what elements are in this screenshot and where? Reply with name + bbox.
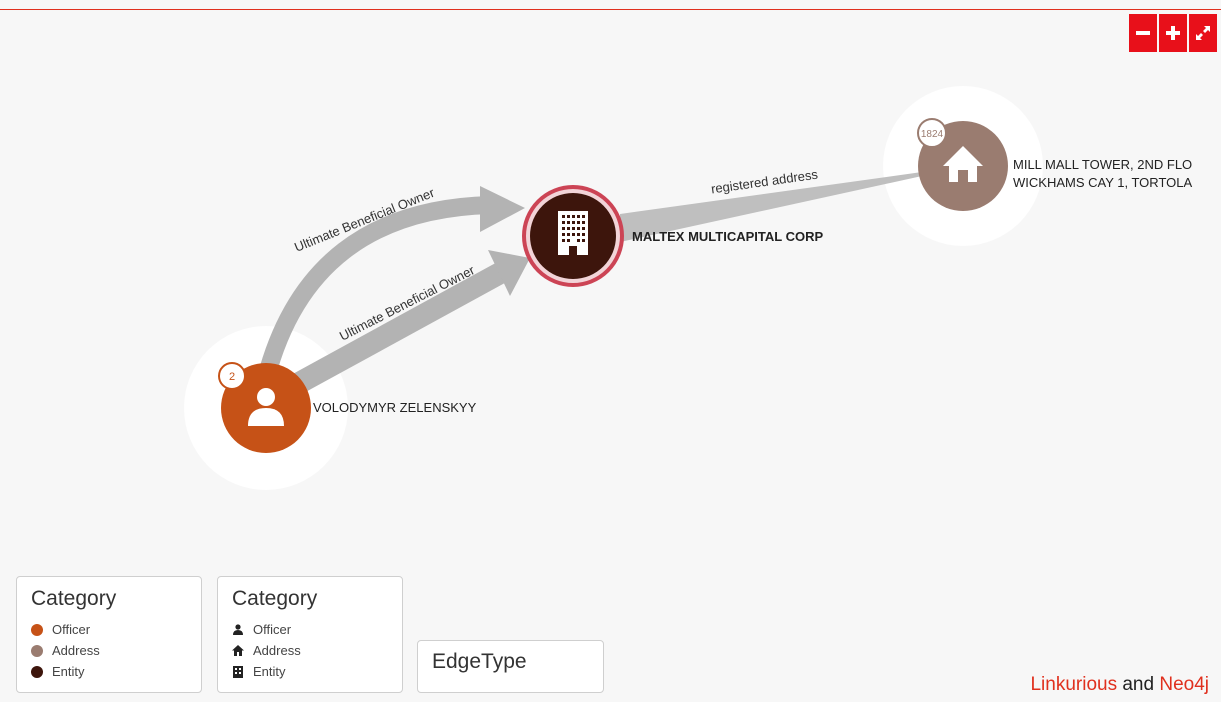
entity-node[interactable] xyxy=(522,185,624,287)
credit-brand-neo4j: Neo4j xyxy=(1159,674,1209,695)
legend-color-item-address: Address xyxy=(31,640,201,661)
house-icon xyxy=(943,146,983,182)
legend-color-label: Entity xyxy=(52,664,85,679)
address-label-line1: MILL MALL TOWER, 2ND FLO xyxy=(1013,157,1192,172)
officer-badge xyxy=(218,362,246,390)
person-icon xyxy=(232,624,244,635)
legend-color-label: Address xyxy=(52,643,100,658)
officer-swatch xyxy=(31,623,43,636)
legend-edge-title: EdgeType xyxy=(432,650,527,673)
legend-icon-item-entity: Entity xyxy=(232,661,402,682)
edge-ubo-upper[interactable] xyxy=(257,196,491,381)
entity-label: MALTEX MULTICAPITAL CORP xyxy=(632,229,823,244)
person-icon xyxy=(248,388,284,426)
entity-swatch xyxy=(31,665,43,678)
legend-icon-label: Officer xyxy=(253,622,292,637)
legend-icon-item-address: Address xyxy=(232,640,402,661)
legend-icon-label: Entity xyxy=(253,664,286,679)
legend-icon-category: Category Officer Address Entity xyxy=(217,576,403,693)
credit-brand-linkurious: Linkurious xyxy=(1030,674,1118,695)
edge-ubo-lower[interactable] xyxy=(284,262,508,398)
edge-ubo-lower-arrow xyxy=(488,250,530,296)
zoom-in-button[interactable] xyxy=(1159,14,1187,52)
credit-conjunction: and xyxy=(1117,674,1160,695)
legend-icon-label: Address xyxy=(253,643,301,658)
fullscreen-button[interactable] xyxy=(1189,14,1217,52)
zoom-out-button[interactable] xyxy=(1129,14,1157,52)
building-icon xyxy=(558,211,588,255)
officer-label: VOLODYMYR ZELENSKYY xyxy=(313,400,477,415)
legend-icon-title: Category xyxy=(232,587,318,610)
credit: Linkurious and Neo4j xyxy=(1030,674,1209,696)
officer-node[interactable]: 2 xyxy=(218,362,311,453)
legend-color-title: Category xyxy=(31,587,117,610)
edge-registered-address[interactable] xyxy=(620,172,922,242)
plus-icon xyxy=(1166,26,1180,40)
address-swatch xyxy=(31,644,43,657)
legend-color-label: Officer xyxy=(52,622,91,637)
address-label-line2: WICKHAMS CAY 1, TORTOLA xyxy=(1013,175,1192,190)
zoom-controls xyxy=(1129,14,1217,52)
legend-color-item-officer: Officer xyxy=(31,619,201,640)
minus-icon xyxy=(1136,31,1150,35)
address-node[interactable]: 1824 xyxy=(917,118,1008,211)
expand-icon xyxy=(1196,26,1210,40)
officer-badge-count: 2 xyxy=(229,371,235,383)
legend-color-item-entity: Entity xyxy=(31,661,201,682)
address-badge xyxy=(917,118,947,148)
house-icon xyxy=(232,645,244,656)
top-border xyxy=(0,9,1221,10)
legend-edge-type: EdgeType xyxy=(417,640,604,693)
legend-icon-item-officer: Officer xyxy=(232,619,402,640)
address-badge-count: 1824 xyxy=(921,129,944,140)
building-icon xyxy=(232,665,244,678)
edge-ubo-upper-arrow xyxy=(480,186,525,232)
legend-color-category: Category Officer Address Entity xyxy=(16,576,202,693)
